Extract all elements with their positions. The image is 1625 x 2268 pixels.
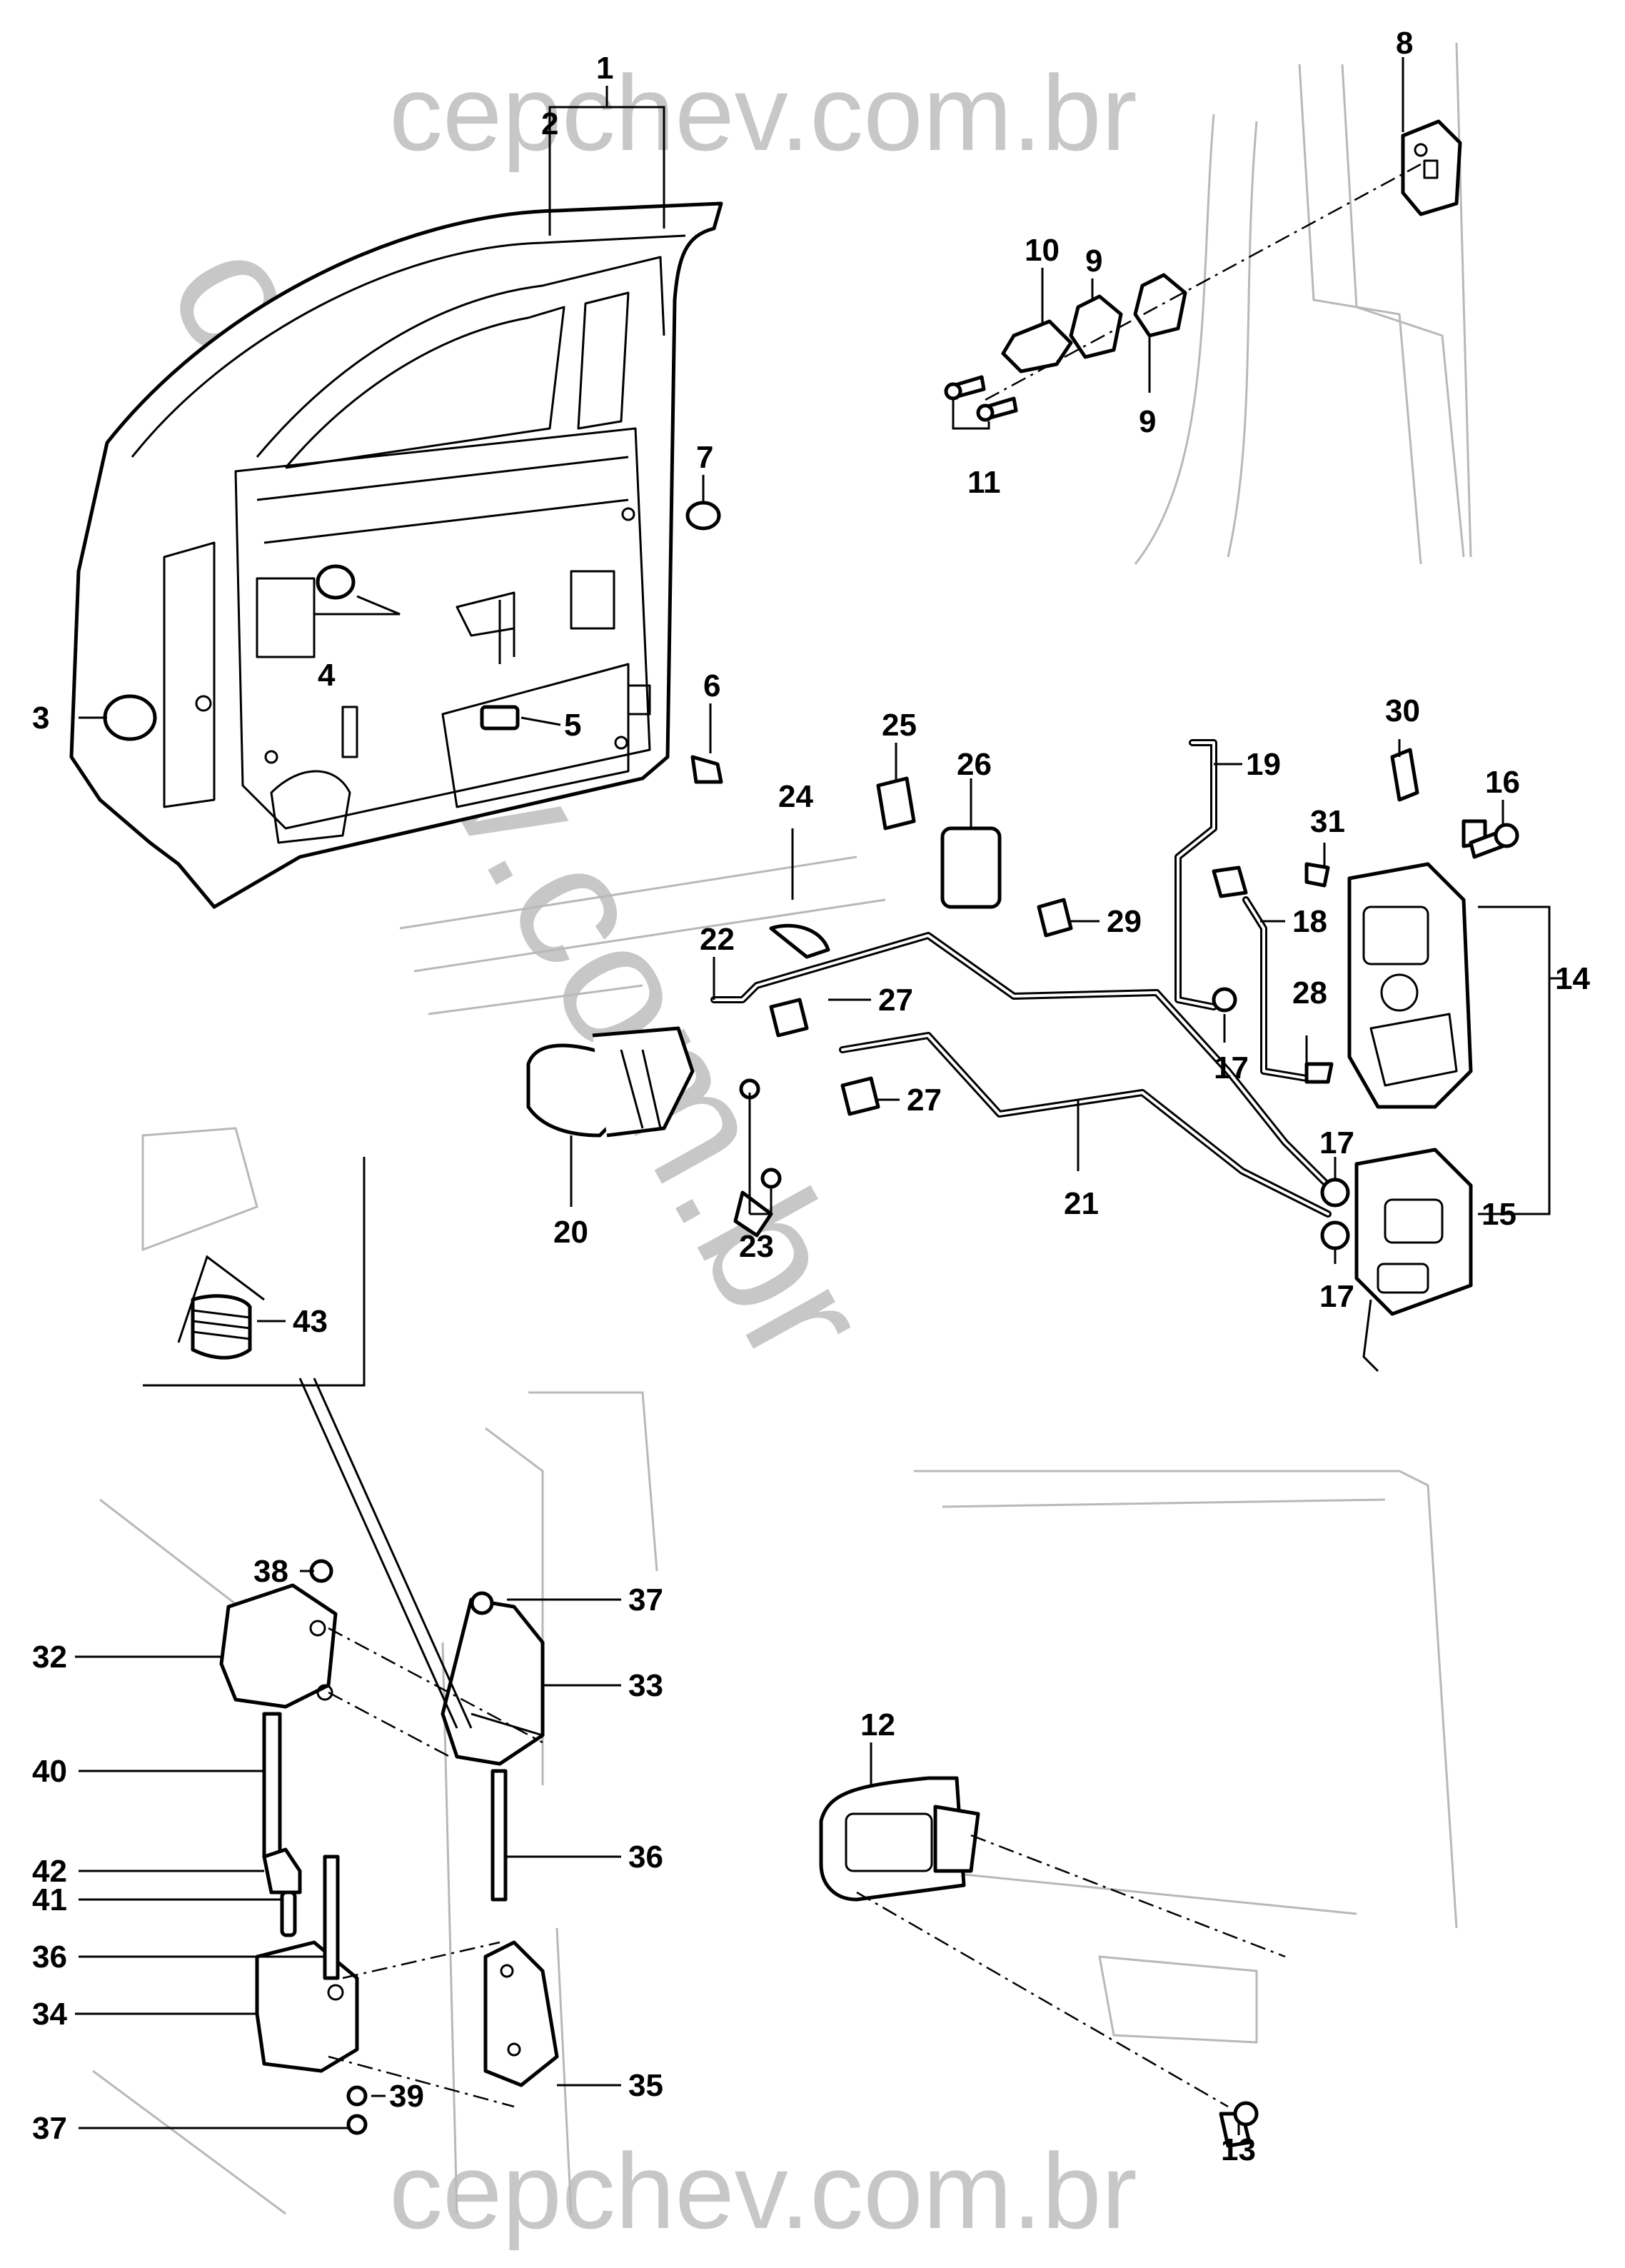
background-door-lower [914, 1470, 1458, 2044]
callout-25: 25 [882, 708, 917, 743]
spring-43-inset [141, 1127, 265, 1360]
shim-9b [1069, 294, 1123, 359]
bolt-16 [1469, 823, 1519, 859]
callout-3: 3 [32, 701, 49, 736]
callout-14: 14 [1555, 961, 1590, 996]
callout-38: 38 [253, 1554, 288, 1589]
callout-labels: 1 2 3 4 5 6 7 8 9 9 10 11 12 13 14 15 16… [32, 26, 1590, 2167]
background-pillar [1134, 42, 1472, 565]
screw-11b [976, 396, 1018, 422]
callout-36-a: 36 [628, 1840, 663, 1875]
outside-handle-12 [819, 1776, 980, 1902]
callout-27-b: 27 [907, 1083, 942, 1118]
hinge-34 [255, 1940, 359, 2073]
bumper-6 [690, 755, 723, 784]
callout-17-a: 17 [1214, 1050, 1249, 1085]
callout-11: 11 [967, 465, 1001, 500]
callout-12: 12 [860, 1707, 895, 1742]
callout-19: 19 [1246, 747, 1281, 782]
callout-20: 20 [553, 1215, 588, 1250]
callout-37-b: 37 [32, 2111, 67, 2146]
callout-18: 18 [1292, 904, 1327, 939]
rods [710, 739, 1332, 1218]
callout-37-a: 37 [628, 1582, 663, 1617]
callout-29: 29 [1107, 904, 1142, 939]
callout-5: 5 [564, 708, 581, 743]
callout-24: 24 [778, 779, 813, 814]
callout-30: 30 [1385, 693, 1420, 728]
door-shell [69, 201, 723, 909]
shim-9a [1133, 273, 1187, 338]
hinge-35 [483, 1940, 559, 2087]
plug-7 [685, 501, 721, 531]
grommet-5 [480, 705, 520, 731]
striker-10 [1001, 319, 1073, 373]
callout-21: 21 [1064, 1186, 1099, 1221]
callout-26: 26 [957, 747, 992, 782]
callout-35: 35 [628, 2068, 663, 2103]
inside-handle-20 [526, 1026, 695, 1138]
callout-41: 41 [32, 1882, 67, 1917]
callout-9-a: 9 [1085, 244, 1102, 279]
callout-23: 23 [739, 1229, 774, 1264]
callout-13: 13 [1221, 2132, 1256, 2167]
clips [733, 748, 1487, 1250]
callout-40: 40 [32, 1754, 67, 1789]
watermark-top: cepchev.com.br [389, 53, 1137, 173]
hinge-32 [219, 1583, 338, 1709]
callout-15: 15 [1481, 1197, 1516, 1232]
plug-4 [316, 564, 356, 600]
callout-7: 7 [696, 440, 713, 475]
callout-34: 34 [32, 1997, 67, 2032]
background-pillar-lower [92, 1391, 658, 2215]
callout-28: 28 [1292, 975, 1327, 1010]
callout-4: 4 [318, 658, 336, 693]
callout-27-a: 27 [878, 983, 913, 1018]
callout-16: 16 [1485, 765, 1520, 800]
callout-31: 31 [1310, 804, 1345, 839]
callout-17-b: 17 [1319, 1125, 1354, 1160]
watermark-bottom: cepchev.com.br [389, 2131, 1137, 2251]
bolt-13 [1219, 2101, 1259, 2148]
pins-and-bushings [262, 1559, 508, 2135]
callout-39: 39 [389, 2079, 424, 2114]
callout-33: 33 [628, 1668, 663, 1703]
callout-6: 6 [703, 668, 720, 703]
lock-actuator-14 [1347, 862, 1473, 1109]
plug-3 [103, 694, 157, 741]
screw-11a [944, 375, 986, 401]
hinge-33 [441, 1597, 545, 1766]
callout-1: 1 [596, 51, 613, 86]
callout-22: 22 [700, 922, 735, 957]
callout-8: 8 [1396, 26, 1413, 61]
callout-9-b: 9 [1139, 404, 1156, 439]
callout-43: 43 [293, 1304, 328, 1339]
callout-32: 32 [32, 1640, 67, 1675]
lock-actuator-15 [1354, 1148, 1473, 1373]
callout-36-b: 36 [32, 1940, 67, 1975]
leader-lines [75, 57, 1564, 2135]
background-panel-middle [399, 855, 886, 1015]
striker-plate-8 [1401, 119, 1462, 216]
callout-42: 42 [32, 1854, 67, 1889]
callout-10: 10 [1025, 233, 1060, 268]
callout-17-c: 17 [1319, 1279, 1354, 1314]
callout-2: 2 [541, 106, 558, 141]
